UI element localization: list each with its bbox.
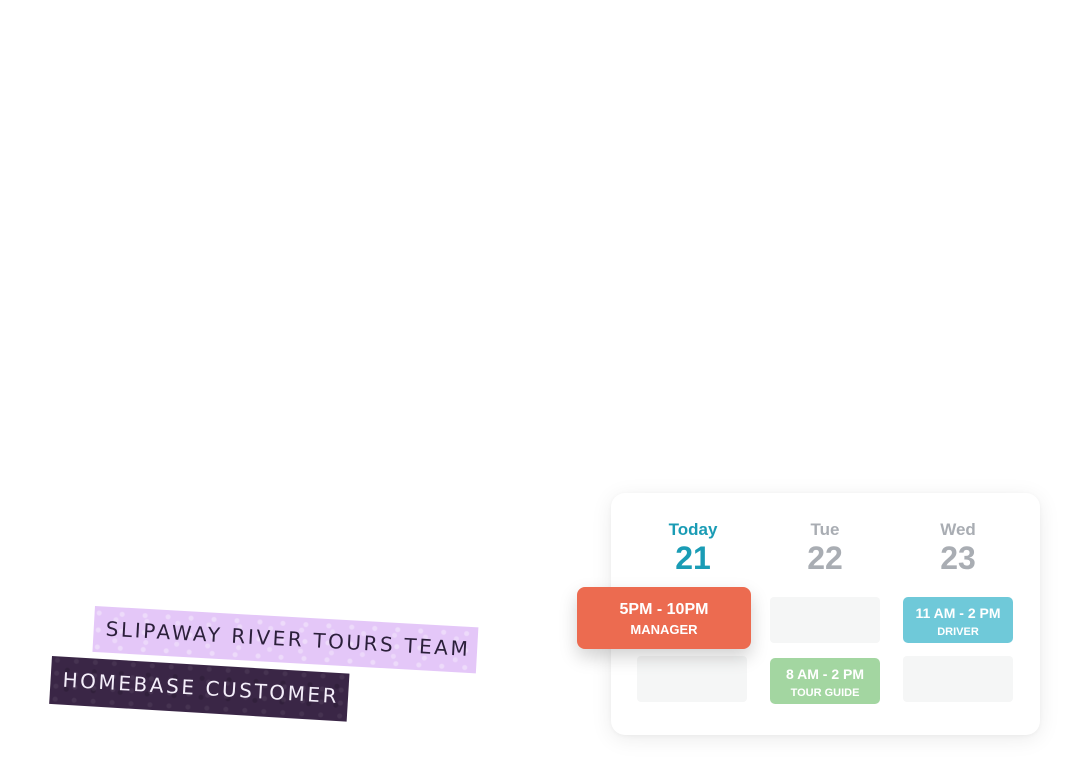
- shift-tour-guide[interactable]: 8 AM - 2 PM Tour Guide: [770, 658, 880, 704]
- team-label: Slipaway River Tours Team: [105, 616, 472, 662]
- shift-tour-guide-time: 8 AM - 2 PM: [785, 666, 865, 682]
- day-number-wed: 23: [940, 540, 976, 576]
- day-name-today: Today: [668, 520, 718, 539]
- shift-manager-role: Manager: [630, 622, 698, 637]
- empty-slot-today-2[interactable]: [637, 656, 747, 702]
- day-number-tue: 22: [807, 540, 843, 576]
- day-column-wed[interactable]: Wed 23: [903, 520, 1013, 576]
- shift-manager[interactable]: 5PM - 10PM Manager: [577, 587, 751, 649]
- shift-tour-guide-role: Tour Guide: [790, 687, 860, 699]
- shift-driver-time: 11 AM - 2 PM: [915, 605, 1001, 621]
- day-number-today: 21: [675, 540, 711, 576]
- day-name-tue: Tue: [810, 520, 840, 539]
- shift-manager-time: 5PM - 10PM: [619, 601, 709, 618]
- shift-driver[interactable]: 11 AM - 2 PM Driver: [903, 597, 1013, 643]
- customer-label: Homebase Customer: [61, 667, 340, 709]
- customer-label-tape: Homebase Customer: [49, 656, 350, 722]
- empty-slot-wed-2[interactable]: [903, 656, 1013, 702]
- day-name-wed: Wed: [940, 520, 976, 539]
- day-column-tue[interactable]: Tue 22: [770, 520, 880, 576]
- shift-driver-role: Driver: [937, 626, 979, 638]
- day-column-today[interactable]: Today 21: [638, 520, 748, 576]
- empty-slot-tue-1[interactable]: [770, 597, 880, 643]
